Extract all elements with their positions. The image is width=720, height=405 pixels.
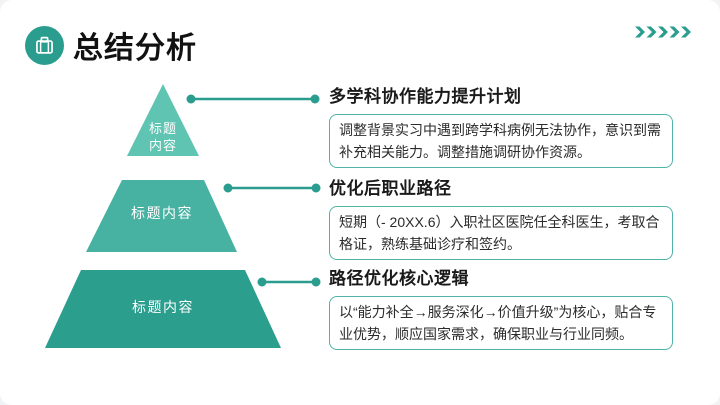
section-collaboration-plan: 多学科协作能力提升计划 调整背景实习中遇到跨学科病例无法协作，意识到需补充相关能… bbox=[329, 82, 673, 168]
section-core-logic: 路径优化核心逻辑 以“能力补全→服务深化→价值升级”为核心，贴合专业优势，顺应国… bbox=[329, 264, 673, 350]
pyramid-tier-top-label-line2: 内容 bbox=[149, 138, 177, 153]
connector-dot bbox=[311, 277, 321, 287]
section-title: 多学科协作能力提升计划 bbox=[329, 87, 522, 106]
section-body-box: 调整背景实习中遇到跨学科病例无法协作，意识到需补充相关能力。调整措施调研协作资源… bbox=[329, 114, 673, 168]
section-body-text: 短期（- 20XX.6）入职社区医院任全科医生，考取合格证，熟练基础诊疗和签约。 bbox=[339, 214, 660, 252]
connector-line-1 bbox=[186, 94, 320, 104]
section-title: 路径优化核心逻辑 bbox=[329, 269, 469, 288]
pyramid-tier-middle bbox=[86, 180, 237, 252]
section-career-path: 优化后职业路径 短期（- 20XX.6）入职社区医院任全科医生，考取合格证，熟练… bbox=[329, 174, 673, 260]
title-icon-badge bbox=[25, 25, 64, 65]
chevrons-right-icon bbox=[635, 25, 692, 43]
section-title: 优化后职业路径 bbox=[329, 179, 452, 198]
pyramid-tier-middle-label: 标题内容 bbox=[131, 205, 193, 221]
page-title: 总结分析 bbox=[73, 32, 197, 65]
section-body-text: 以“能力补全→服务深化→价值升级”为核心，贴合专业优势，顺应国家需求，确保职业与… bbox=[339, 304, 657, 342]
connector-dot bbox=[310, 94, 320, 104]
section-body-box: 短期（- 20XX.6）入职社区医院任全科医生，考取合格证，熟练基础诊疗和签约。 bbox=[329, 206, 673, 260]
connector-dot bbox=[223, 183, 233, 193]
pyramid-tier-top-label-line1: 标题 bbox=[149, 121, 177, 136]
connector-dot bbox=[311, 183, 321, 193]
connector-line-3 bbox=[257, 277, 321, 287]
section-body-text: 调整背景实习中遇到跨学科病例无法协作，意识到需补充相关能力。调整措施调研协作资源… bbox=[339, 122, 661, 160]
pyramid-tier-bottom bbox=[45, 270, 281, 348]
connector-line-2 bbox=[223, 183, 321, 193]
connector-dot bbox=[257, 277, 267, 287]
pyramid-tier-top bbox=[127, 84, 199, 156]
briefcase-icon bbox=[36, 36, 53, 54]
slide-header: 总结分析 bbox=[25, 23, 197, 67]
section-body-box: 以“能力补全→服务深化→价值升级”为核心，贴合专业优势，顺应国家需求，确保职业与… bbox=[329, 296, 673, 350]
pyramid-tier-bottom-label: 标题内容 bbox=[132, 299, 194, 315]
connector-dot bbox=[186, 94, 196, 104]
